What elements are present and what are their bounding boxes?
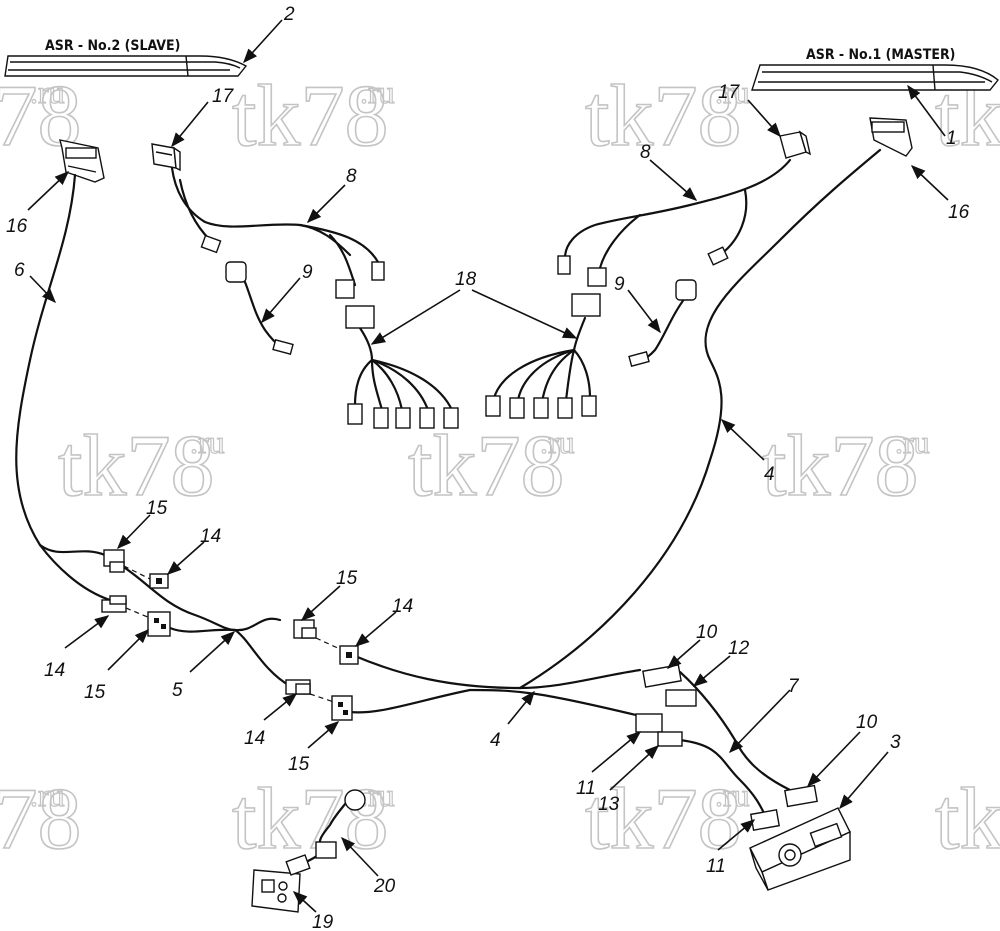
callout-6: 6 bbox=[14, 260, 25, 281]
callout-18: 18 bbox=[455, 269, 477, 290]
svg-text:.ru: .ru bbox=[190, 424, 225, 460]
callout-14a: 14 bbox=[200, 526, 221, 547]
svg-text:.ru: .ru bbox=[30, 74, 65, 110]
plug-cluster-right bbox=[485, 246, 729, 419]
connector-16-right bbox=[869, 117, 913, 157]
callout-11-left: 11 bbox=[576, 778, 596, 799]
leader-lines bbox=[27, 19, 949, 913]
svg-text:tk78: tk78 bbox=[232, 68, 388, 165]
callout-3: 3 bbox=[890, 732, 901, 753]
watermark-11: tk78 bbox=[934, 770, 1000, 869]
svg-text:.ru: .ru bbox=[360, 777, 395, 813]
svg-text:tk78: tk78 bbox=[935, 771, 1000, 868]
callout-16-left: 16 bbox=[6, 216, 28, 237]
callout-15d: 15 bbox=[288, 754, 310, 775]
callout-17-right: 17 bbox=[718, 82, 741, 103]
callout-15c: 15 bbox=[336, 568, 358, 589]
connector-16-left bbox=[59, 139, 105, 183]
callout-1: 1 bbox=[946, 128, 957, 149]
callout-8-left: 8 bbox=[346, 166, 357, 187]
callout-20: 20 bbox=[373, 876, 396, 897]
callout-12: 12 bbox=[728, 638, 750, 659]
watermark-1: tk78 .ru bbox=[0, 67, 82, 166]
plug-cluster-left bbox=[200, 234, 459, 429]
watermarks: tk78 .ru tk78 .ru tk78 .ru tk78 tk78 .ru… bbox=[0, 67, 1000, 869]
svg-text:.ru: .ru bbox=[715, 777, 750, 813]
svg-text:.ru: .ru bbox=[30, 777, 65, 813]
callout-9-left: 9 bbox=[302, 262, 313, 283]
watermark-6: tk78 .ru bbox=[407, 417, 575, 516]
callout-16-right: 16 bbox=[948, 202, 970, 223]
callout-13: 13 bbox=[598, 794, 620, 815]
callout-15a: 15 bbox=[146, 498, 168, 519]
callout-labels: 2 1 17 17 16 16 6 8 8 9 9 18 4 15 14 15 … bbox=[6, 4, 970, 931]
callout-8-right: 8 bbox=[640, 142, 651, 163]
asr-master-unit: ASR - No.1 (MASTER) bbox=[751, 47, 999, 91]
svg-text:.ru: .ru bbox=[715, 74, 750, 110]
watermark-7: tk78 .ru bbox=[761, 417, 930, 516]
watermark-8: tk78 .ru bbox=[0, 770, 82, 869]
master-unit-label: ASR - No.1 (MASTER) bbox=[806, 47, 955, 63]
connector-15d bbox=[331, 695, 353, 721]
watermark-9: tk78 .ru bbox=[231, 770, 395, 869]
svg-text:tk78: tk78 bbox=[0, 771, 81, 868]
callout-2: 2 bbox=[283, 4, 295, 25]
connector-15c bbox=[293, 619, 343, 651]
svg-text:.ru: .ru bbox=[360, 74, 395, 110]
svg-text:tk78: tk78 bbox=[232, 771, 388, 868]
watermark-2: tk78 .ru bbox=[231, 67, 395, 166]
inline-connectors bbox=[101, 549, 359, 721]
connector-20 bbox=[315, 789, 366, 859]
callout-17-left: 17 bbox=[212, 86, 235, 107]
callout-9-right: 9 bbox=[614, 274, 625, 295]
connector-17-left bbox=[151, 143, 181, 172]
callout-10-right: 10 bbox=[856, 712, 878, 733]
slave-unit-label: ASR - No.2 (SLAVE) bbox=[45, 38, 180, 54]
callout-19: 19 bbox=[312, 912, 334, 931]
connectors-10-13 bbox=[635, 664, 818, 831]
asr-slave-unit: ASR - No.2 (SLAVE) bbox=[4, 38, 248, 77]
svg-text:tk78: tk78 bbox=[408, 418, 564, 515]
callout-15b: 15 bbox=[84, 682, 106, 703]
connector-17-right bbox=[779, 130, 812, 159]
switch-19 bbox=[251, 854, 311, 913]
watermark-5: tk78 .ru bbox=[57, 417, 225, 516]
connector-14c bbox=[339, 645, 359, 665]
harness-wires bbox=[15, 148, 882, 867]
connector-15b bbox=[147, 611, 171, 637]
svg-text:.ru: .ru bbox=[895, 424, 930, 460]
connector-14a bbox=[149, 573, 169, 589]
watermark-10: tk78 .ru bbox=[584, 770, 750, 869]
callout-14b: 14 bbox=[44, 660, 65, 681]
callout-4-bottom: 4 bbox=[490, 730, 501, 751]
callout-4-top: 4 bbox=[764, 464, 775, 485]
svg-text:tk78: tk78 bbox=[58, 418, 214, 515]
callout-11-bottom: 11 bbox=[706, 856, 726, 877]
callout-5: 5 bbox=[172, 680, 183, 701]
callout-7: 7 bbox=[788, 676, 800, 697]
connector-15a bbox=[103, 549, 153, 581]
control-panel-icon bbox=[749, 807, 851, 891]
svg-text:.ru: .ru bbox=[540, 424, 575, 460]
watermark-3: tk78 .ru bbox=[584, 67, 750, 166]
callout-10-top: 10 bbox=[696, 622, 718, 643]
svg-text:tk78: tk78 bbox=[762, 418, 918, 515]
svg-text:tk78: tk78 bbox=[585, 771, 741, 868]
svg-text:tk78: tk78 bbox=[585, 68, 741, 165]
callout-14c: 14 bbox=[392, 596, 413, 617]
connector-14b bbox=[101, 595, 151, 619]
connector-14d bbox=[285, 679, 335, 703]
callout-14d: 14 bbox=[244, 728, 265, 749]
